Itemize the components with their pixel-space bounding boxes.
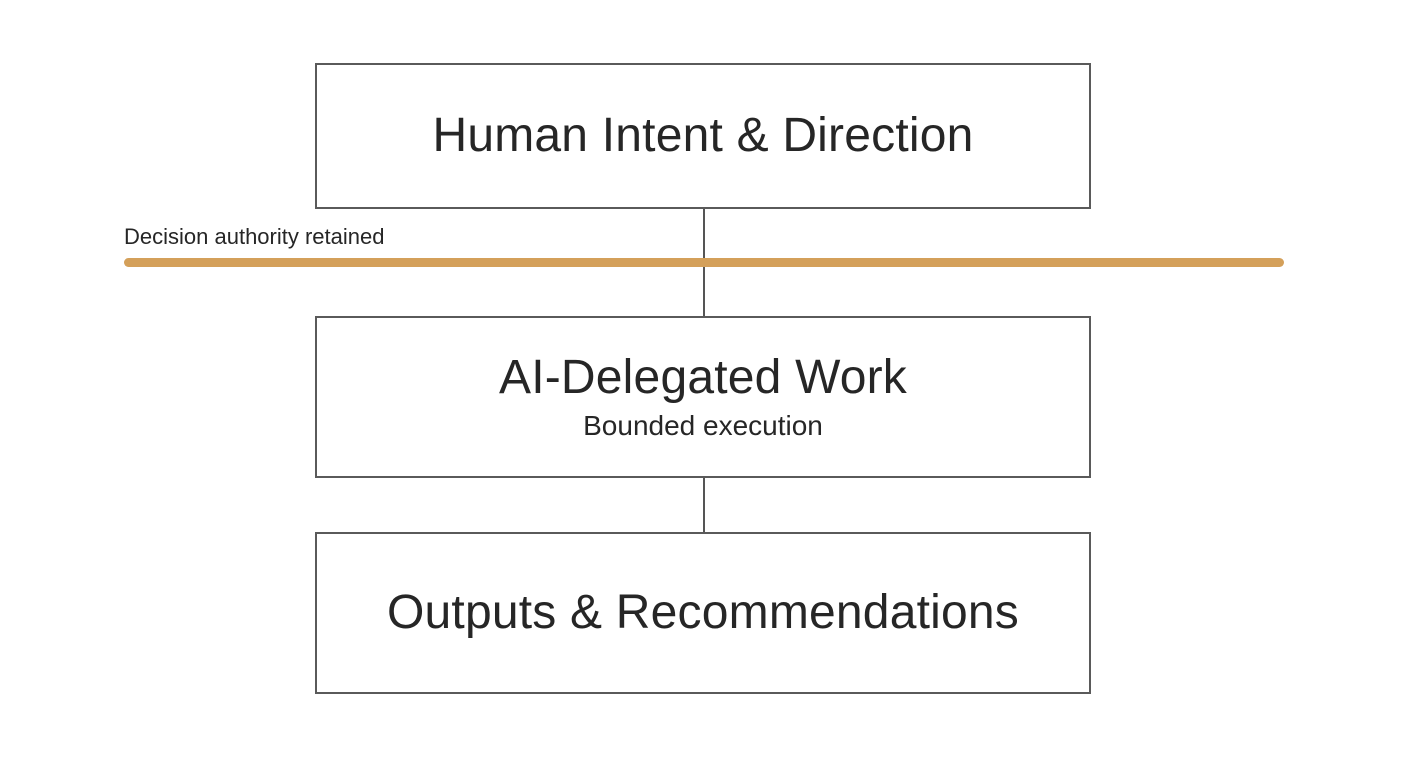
human-intent-box: Human Intent & Direction [315,63,1091,209]
authority-boundary-line [124,258,1284,267]
ai-delegated-work-title: AI-Delegated Work [498,350,908,404]
ai-delegated-work-subtitle: Bounded execution [583,409,823,441]
outputs-box: Outputs & Recommendations [315,532,1091,694]
ai-delegated-work-box: AI-Delegated Work Bounded execution [315,316,1091,478]
authority-boundary-label: Decision authority retained [124,224,385,249]
connector-work-to-outputs [703,477,705,533]
outputs-title: Outputs & Recommendations [387,585,1019,639]
human-intent-title: Human Intent & Direction [432,108,974,162]
